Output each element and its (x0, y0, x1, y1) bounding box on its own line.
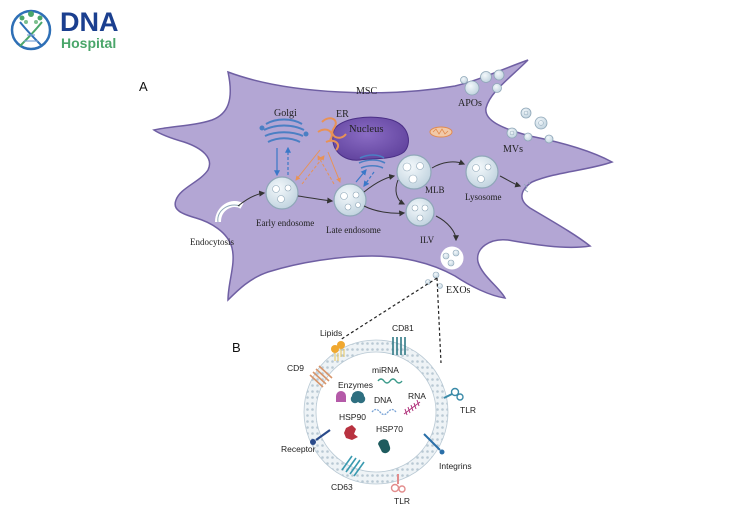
lysosome-out-arrow (499, 175, 522, 188)
lysosome (465, 155, 499, 189)
mirna-label: miRNA (372, 365, 399, 375)
integrins-icon (423, 433, 441, 451)
mitochondrion-icon (429, 126, 453, 138)
enzymes-label: Enzymes (338, 380, 373, 390)
mvs-label: MVs (503, 144, 523, 155)
logo-name: DNA (60, 7, 119, 37)
er-label: ER (336, 109, 349, 120)
receptor-icon (315, 429, 331, 441)
endocytosis-label: Endocytosis (190, 237, 234, 247)
rna-icon (403, 399, 421, 416)
small-golgi-icon (358, 154, 386, 169)
released-exosomes (425, 271, 443, 289)
nucleus-label: Nucleus (349, 124, 383, 135)
cd9-label: CD9 (287, 363, 304, 373)
msc-label: MSC (356, 86, 377, 97)
cd81-icon (392, 337, 406, 355)
lipids-label: Lipids (320, 328, 342, 338)
golgi-label: Golgi (274, 108, 297, 119)
ilv (405, 197, 435, 227)
exos-label: EXOs (446, 285, 471, 296)
panel-a-letter: A (139, 79, 148, 94)
exo-release (440, 246, 464, 270)
cd81-label: CD81 (392, 323, 414, 333)
mirna-icon (377, 378, 403, 384)
mlb (396, 154, 432, 190)
receptor-head-icon (310, 439, 316, 445)
tlr-bottom-icon (390, 474, 406, 493)
tlr-right-label: TLR (460, 405, 476, 415)
early-endosome-label: Early endosome (256, 218, 314, 228)
apos (460, 69, 505, 96)
zoom-line-left (339, 277, 438, 341)
endocytosis-membrane (217, 204, 241, 223)
degradation-icon (523, 181, 531, 193)
ilv-to-exo-arrow (435, 215, 459, 242)
rna-label: RNA (408, 391, 426, 401)
hsp90-icon (344, 425, 358, 440)
nucleus (332, 116, 409, 161)
mvs (506, 107, 554, 144)
logo-subtitle: Hospital (61, 35, 116, 51)
early-endosome (265, 176, 299, 210)
logo: DNA Hospital (10, 7, 119, 51)
dna-label: DNA (374, 395, 392, 405)
hsp70-label: HSP70 (376, 424, 403, 434)
mlb-to-lysosome-arrow (431, 159, 466, 169)
receptor-label: Receptor (281, 444, 316, 454)
er-arrows (295, 149, 341, 185)
lipids-icon (331, 341, 345, 361)
apos-label: APOs (458, 98, 482, 109)
hsp70-icon (378, 439, 391, 454)
mlb-to-ilv-arrow (395, 179, 406, 205)
zoom-line-right (436, 277, 442, 364)
hsp90-label: HSP90 (339, 412, 366, 422)
enzymes-icon (336, 391, 366, 404)
er-icon (317, 117, 347, 151)
late-to-mlb-arrow (363, 174, 396, 193)
mvs-inner (509, 110, 544, 136)
late-endosome (333, 183, 367, 217)
integrins-head-icon (439, 449, 445, 455)
cd63-icon (341, 455, 365, 477)
tlr-bottom-label: TLR (394, 496, 410, 506)
mlb-label: MLB (425, 185, 445, 195)
cd63-label: CD63 (331, 482, 353, 492)
late-golgi-arrows (355, 169, 375, 187)
ilv-label: ILV (420, 235, 435, 245)
integrins-label: Integrins (439, 461, 472, 471)
lysosome-label: Lysosome (465, 192, 502, 202)
tlr-right-icon (443, 387, 464, 401)
endocytosis-arrow (237, 190, 266, 207)
golgi-icon (259, 118, 309, 143)
exosome-membrane (303, 339, 449, 485)
late-to-ilv-arrow (363, 205, 406, 217)
early-to-late-arrow (297, 195, 334, 204)
panel-b-letter: B (232, 340, 241, 355)
cd9-icon (309, 365, 333, 388)
dna-icon (371, 408, 397, 416)
dna-tree-icon (10, 9, 52, 51)
late-endosome-label: Late endosome (326, 225, 381, 235)
